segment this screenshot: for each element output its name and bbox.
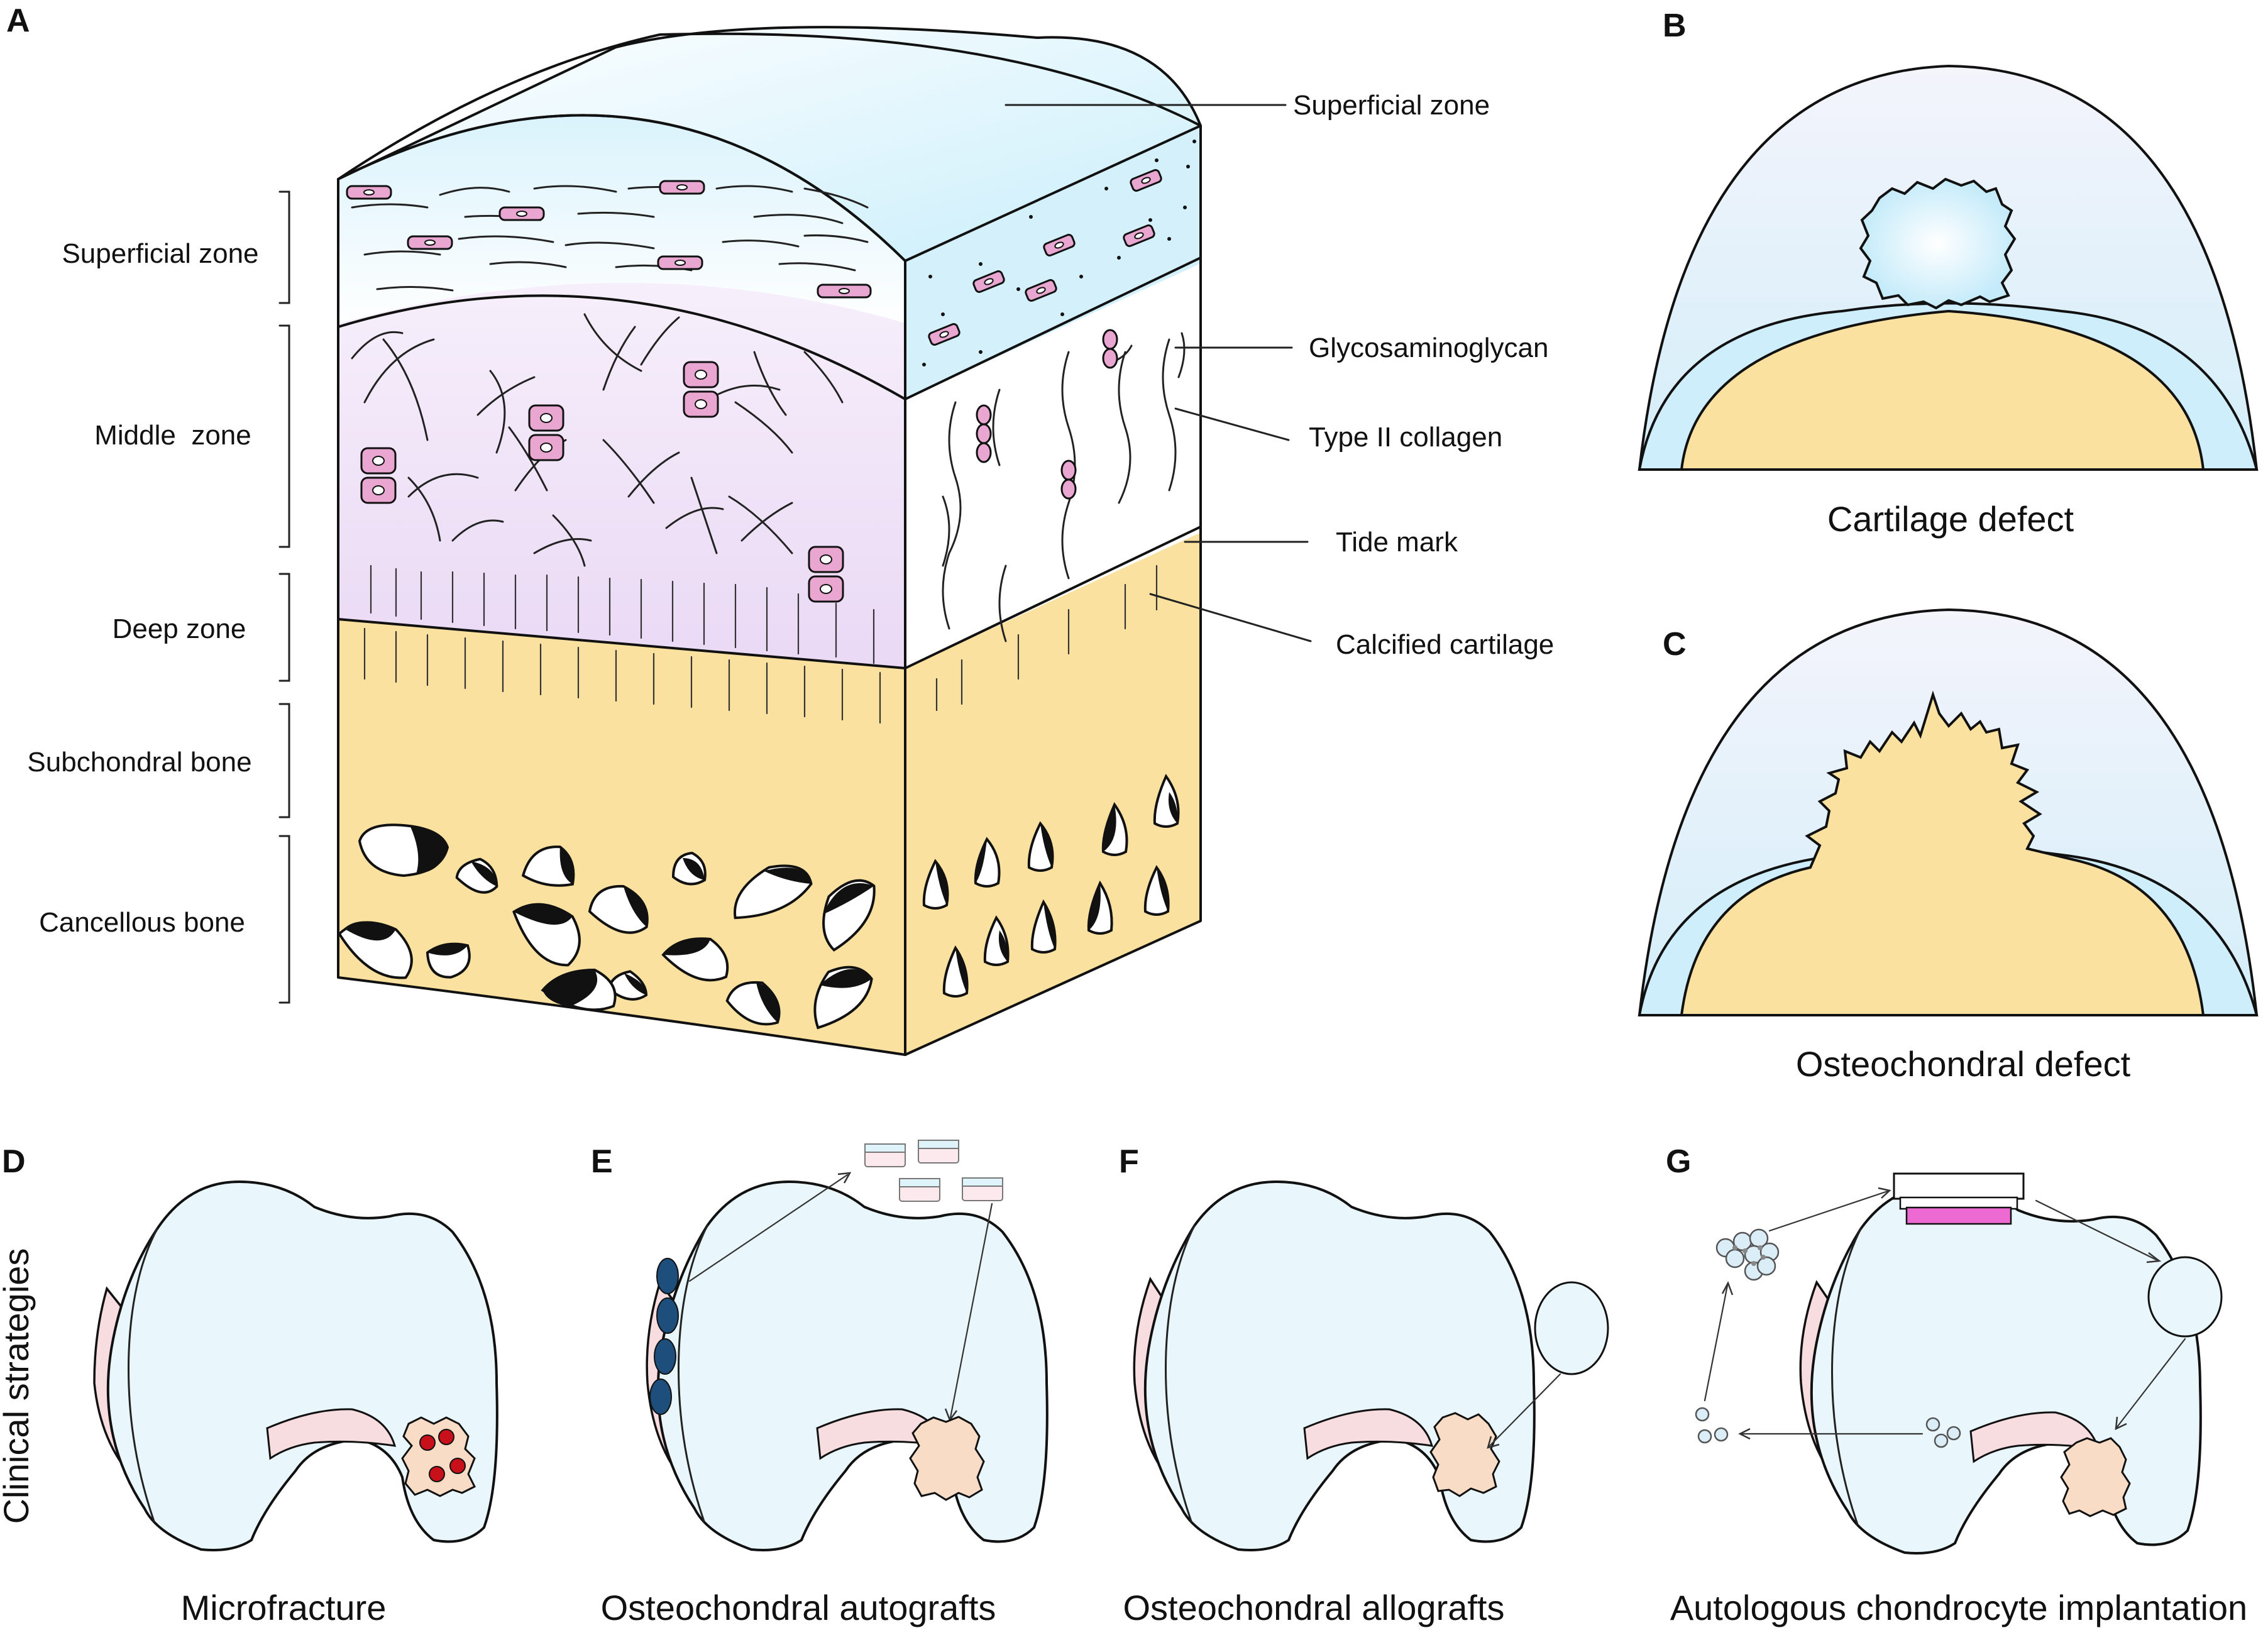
panel-f: F Osteochondral allografts [1119,1143,1609,1627]
callout-tide-mark: Tide mark [1336,527,1458,558]
harvested-cells [1695,1407,1961,1448]
panel-c: C Osteochondral defect [1638,608,2259,1084]
callout-calcified-cartilage: Calcified cartilage [1336,629,1554,660]
panel-g: G [1666,1143,2247,1627]
panel-b: B Cartilage defect [1638,8,2259,539]
zone-label-middle: Middle zone [94,420,251,451]
autograft-donor-plugs [649,1258,679,1415]
callout-lines [1005,104,1312,642]
caption-osteochondral-defect: Osteochondral defect [1796,1044,2131,1084]
superficial-chondrocytes [346,180,872,299]
autograft-plugs [864,1140,1003,1202]
panel-a: A [6,3,1554,1056]
deep-zone-fibres [363,564,881,724]
zone-label-cancellous: Cancellous bone [39,907,245,938]
defect-f [1429,1412,1500,1497]
joint-g [1799,1183,2202,1555]
defect-g [2060,1437,2131,1517]
callout-superficial-zone: Superficial zone [1293,90,1490,121]
microfracture-holes [419,1429,466,1482]
panel-b-letter: B [1663,8,1687,44]
panel-g-letter: G [1666,1143,1691,1180]
defect-e [909,1416,985,1501]
caption-aci: Autologous chondrocyte implantation [1670,1588,2247,1627]
panel-e: E Osteochondral autografts [591,1140,1049,1627]
panel-e-letter: E [591,1143,613,1180]
caption-microfracture: Microfracture [181,1588,387,1627]
zone-brackets [278,190,290,1004]
middle-zone-chondrocytes [360,361,844,603]
panel-d-letter: D [2,1143,26,1180]
aci-membrane [2147,1256,2223,1338]
middle-zone-fibres [351,313,844,567]
zone-label-deep: Deep zone [113,614,246,644]
callout-glycosaminoglycan: Glycosaminoglycan [1309,333,1549,363]
side-stacked-chondrocytes [976,329,1118,500]
caption-osteochondral-autografts: Osteochondral autografts [601,1588,996,1627]
joint-f [1133,1180,1536,1551]
superficial-side-cells [922,140,1196,366]
panel-f-letter: F [1119,1143,1139,1180]
allograft-disc [1534,1281,1609,1375]
panel-c-letter: C [1663,626,1687,663]
cancellous-bone-pores [338,823,876,1030]
zone-label-superficial: Superficial zone [62,238,258,269]
cartilage-defect-b [1859,177,2017,310]
bone-core-b [1680,309,2205,471]
culture-dish [1893,1172,2025,1225]
joint-d [93,1180,498,1551]
caption-osteochondral-allografts: Osteochondral allografts [1123,1588,1504,1627]
zone-label-subchondral: Subchondral bone [27,747,251,778]
superficial-fibres [351,185,869,292]
block-outline [337,124,1202,1056]
chondrocyte-cluster [1715,1228,1780,1281]
clinical-strategies-label: Clinical strategies [0,1248,36,1524]
aci-arrows [1704,1187,2186,1440]
block-side-face [905,126,1201,1055]
joint-e [646,1180,1049,1551]
caption-cartilage-defect: Cartilage defect [1827,499,2074,539]
callout-type-ii-collagen: Type II collagen [1309,422,1502,453]
defect-d [401,1416,476,1497]
osteochondral-defect-c [1680,690,2205,1016]
side-bone-pores [922,773,1180,998]
panel-a-letter: A [6,3,30,39]
panel-d: D Microfracture [2,1143,498,1627]
